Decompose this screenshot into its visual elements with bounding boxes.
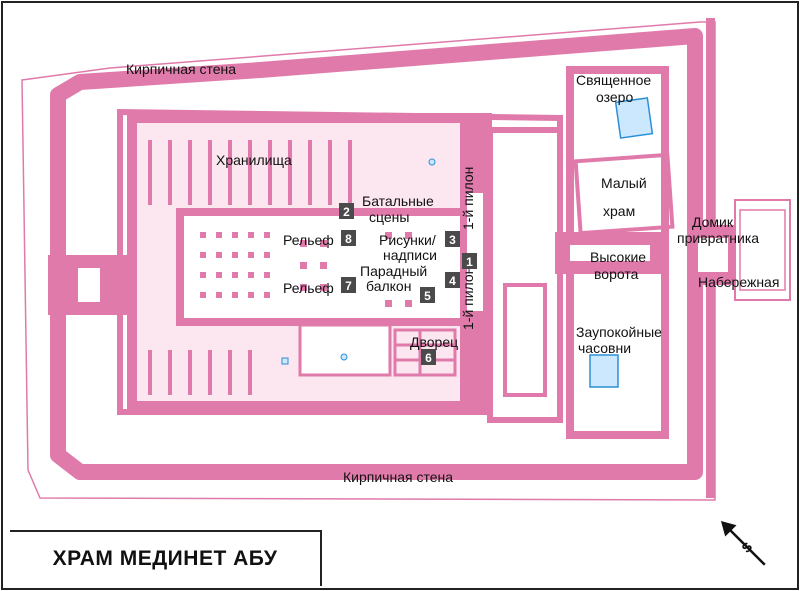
label-drawings-2: надписи [383,247,437,263]
sacred-lake [614,97,654,139]
marker-5: 5 [420,287,435,303]
north-arrow-icon [720,520,766,566]
marker-8: 8 [341,230,356,246]
label-balcony-1: Парадный [360,263,427,279]
label-gatehouse-1: Домик [692,214,734,230]
label-embankment: Набережная [698,274,779,290]
label-small-temple-2: храм [603,203,635,219]
label-pylon-top: 1-й пилон [460,167,476,230]
palace-rooms [393,328,457,377]
marker-7: 7 [341,277,356,293]
label-chapels-2: часовни [578,340,631,356]
label-pylon-bottom: 1-й пилон [460,267,476,330]
basin-south [281,357,289,365]
label-storerooms: Хранилища [216,152,292,168]
chapels-pool [589,354,619,388]
svg-text:4: 4 [449,274,456,288]
svg-text:7: 7 [345,279,352,293]
label-relief-bottom: Рельеф [283,280,334,296]
label-brick-wall-bottom: Кирпичная стена [343,469,453,485]
gatehouse-inner [698,238,728,272]
label-relief-top: Рельеф [283,232,334,248]
hypostyle-columns [200,232,412,307]
svg-text:8: 8 [345,232,352,246]
palace-court [298,323,392,377]
label-small-temple-1: Малый [601,175,647,191]
svg-text:3: 3 [449,233,456,247]
label-battle-1: Батальные [362,193,434,209]
marker-6: 6 [421,349,436,365]
label-balcony-2: балкон [366,278,411,294]
marker-2: 2 [339,203,354,219]
label-gatehouse-2: привратника [677,230,759,246]
storerooms-grid [148,140,352,395]
title-box: ХРАМ МЕДИНЕТ АБУ [10,530,322,586]
quay [734,199,791,301]
map-title: ХРАМ МЕДИНЕТ АБУ [52,547,278,570]
label-palace: Дворец [410,334,458,350]
label-brick-wall-top: Кирпичная стена [126,61,236,77]
marker-1: 1 [462,253,477,269]
label-sacred-lake-2: озеро [596,89,633,105]
marker-4: 4 [445,272,460,288]
small-temple [573,152,675,236]
label-chapels-1: Заупокойные [576,324,662,340]
side-chapel [503,283,547,397]
high-gate-passage [570,245,650,261]
label-battle-2: сцены [369,209,409,225]
label-high-gate-1: Высокие [590,249,646,265]
well-south [340,353,348,361]
pylon-gateway [465,191,485,313]
label-drawings-1: Рисунки/ [379,232,436,248]
svg-text:2: 2 [343,205,350,219]
well-north [428,158,436,166]
label-high-gate-2: ворота [594,266,639,282]
svg-text:6: 6 [425,351,432,365]
marker-3: 3 [445,231,460,247]
west-gate-passage [78,268,100,302]
svg-text:5: 5 [424,289,431,303]
quay-steps [739,209,786,291]
label-sacred-lake-1: Священное [576,72,651,88]
svg-text:1: 1 [466,255,473,269]
